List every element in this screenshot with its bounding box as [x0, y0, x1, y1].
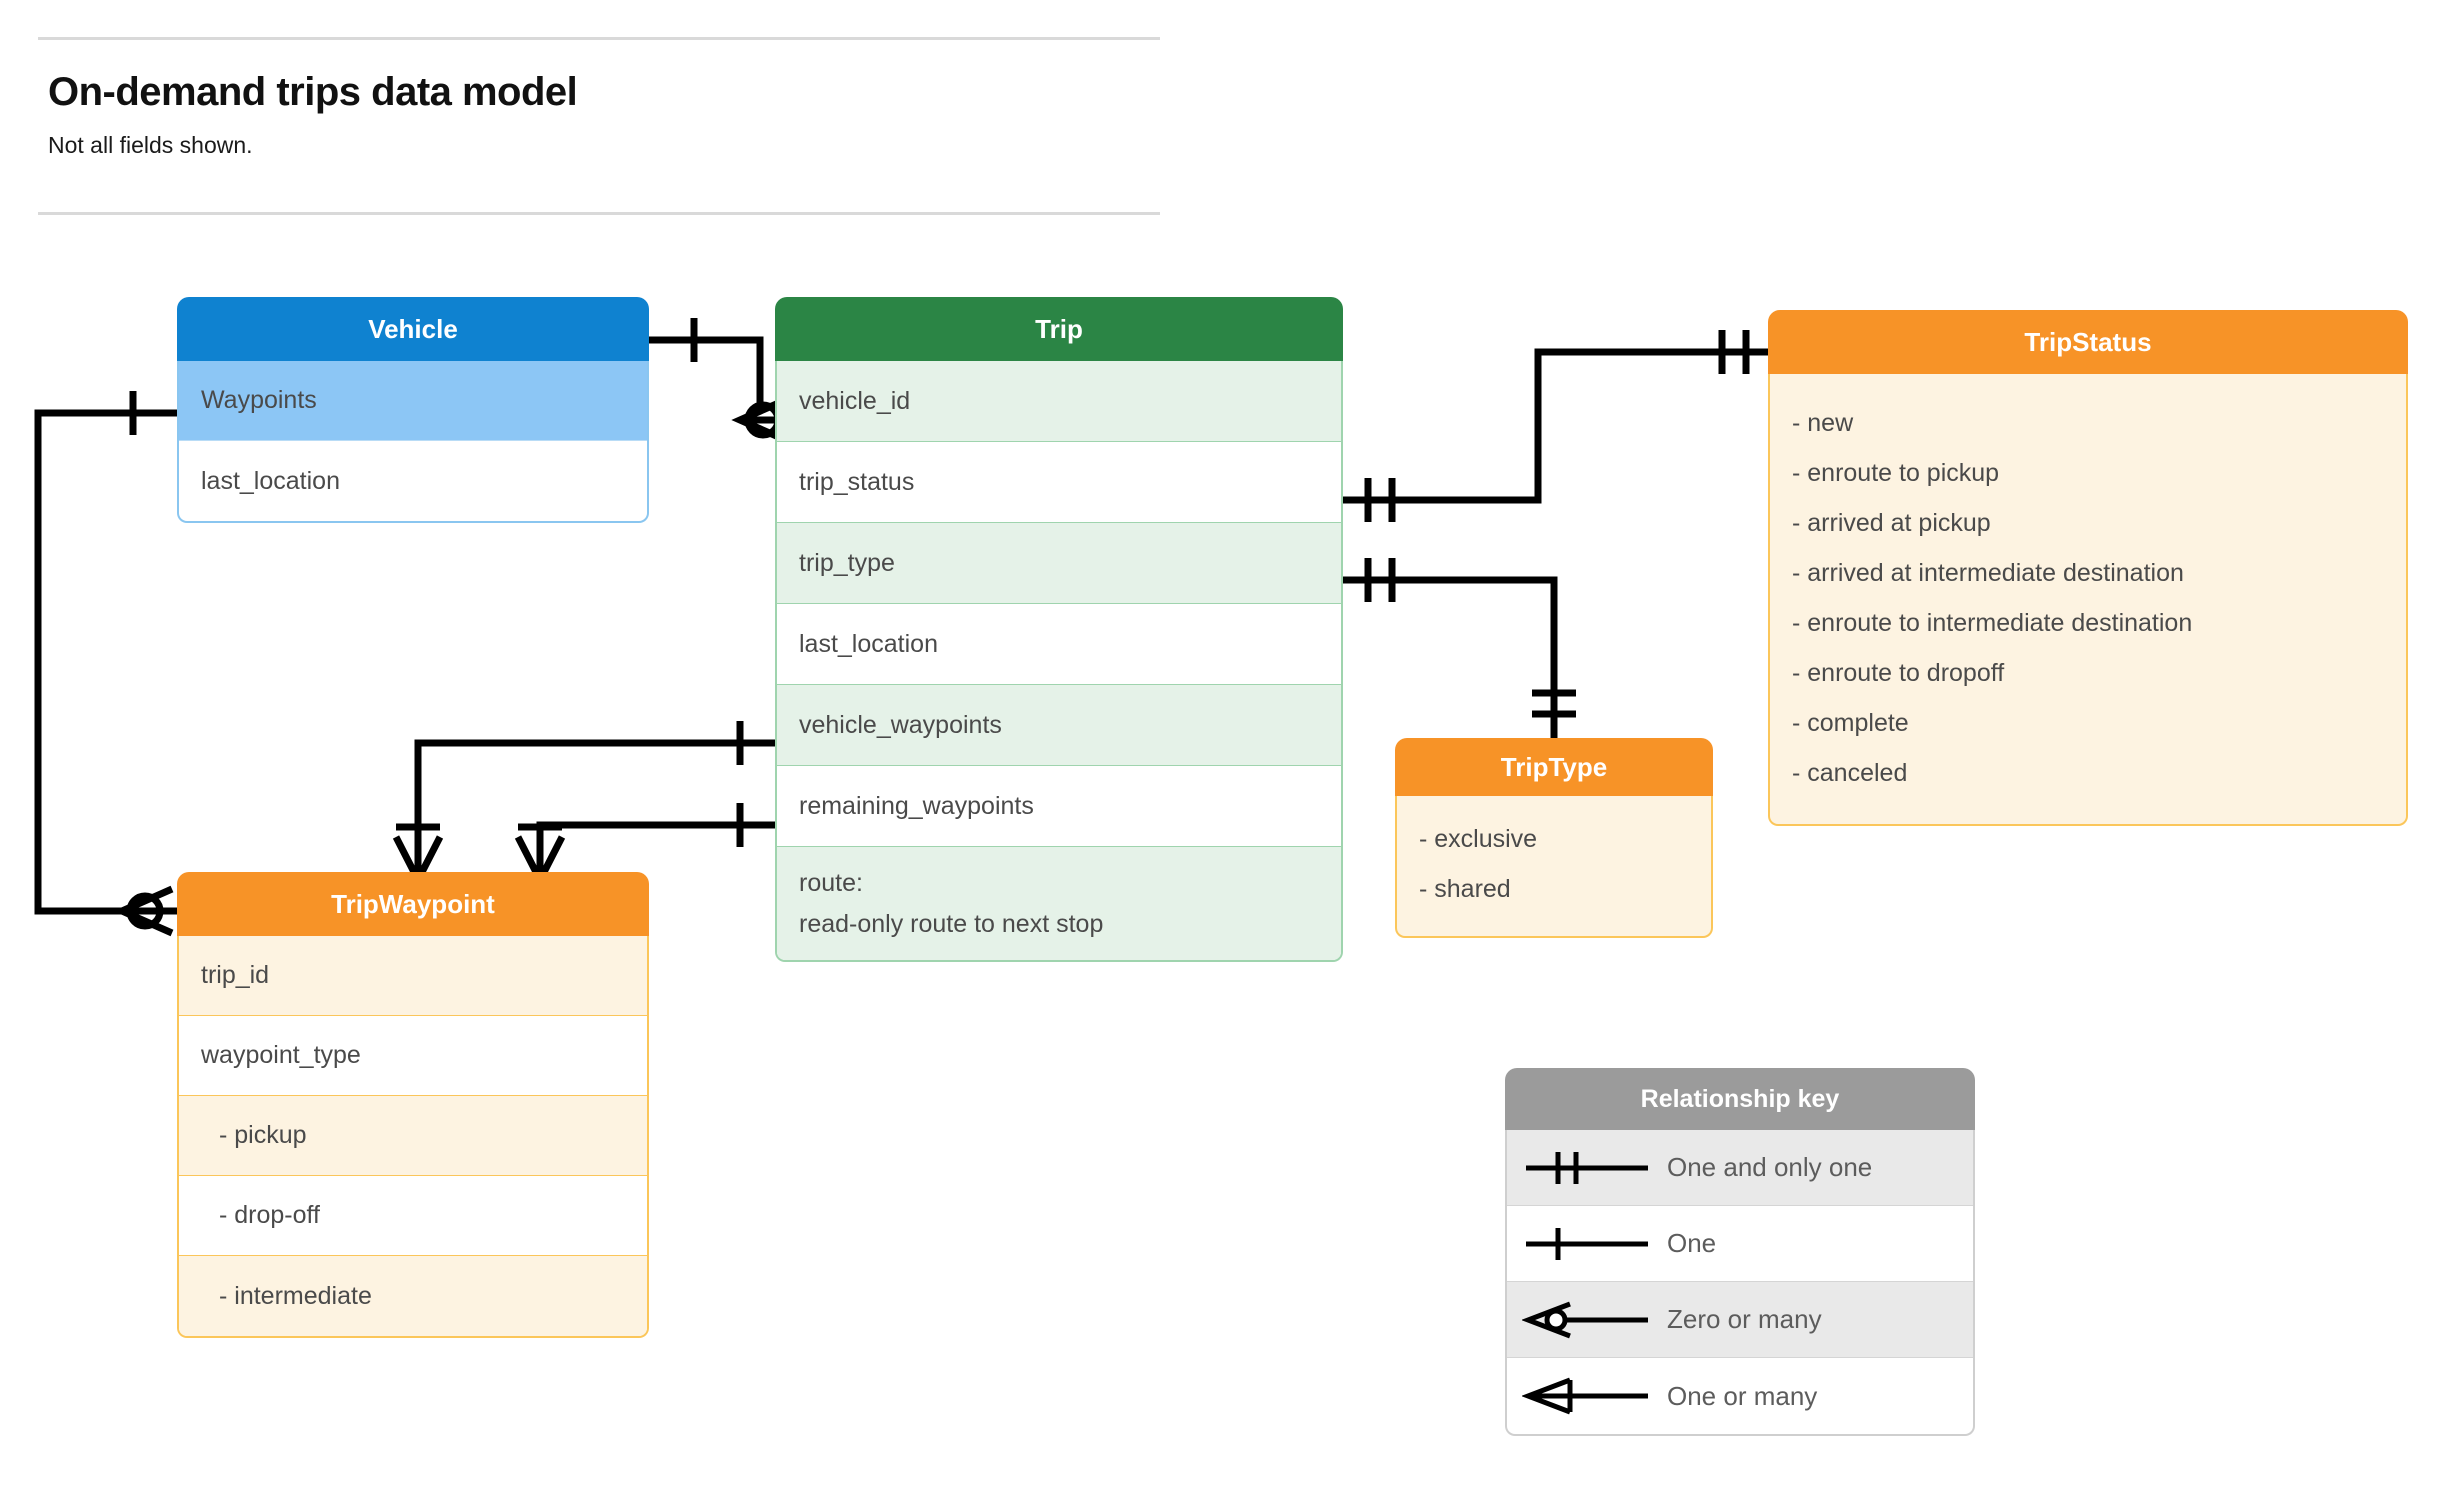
relationship-key-title: Relationship key [1505, 1068, 1975, 1130]
connector-trip-tripstatus [1343, 348, 1768, 504]
entity-trip-status[interactable]: TripStatus - new - enroute to pickup - a… [1768, 310, 2408, 826]
route-description: read-only route to next stop [799, 910, 1104, 938]
entity-trip-type-body: - exclusive - shared [1395, 796, 1713, 938]
field-row[interactable]: vehicle_id [777, 361, 1341, 442]
list-item: - enroute to intermediate destination [1792, 609, 2193, 637]
crowfoot-tripwaypoint-left [113, 885, 174, 937]
legend-label: One or many [1667, 1380, 1818, 1411]
field-row[interactable]: trip_type [777, 523, 1341, 604]
zero-or-many-icon [1507, 1298, 1667, 1342]
field-row[interactable]: trip_status [777, 442, 1341, 523]
list-item: - exclusive [1419, 825, 1538, 853]
one-and-only-one-icon [1507, 1146, 1667, 1190]
entity-vehicle[interactable]: Vehicle Waypoints last_location [177, 297, 649, 523]
entity-trip-waypoint[interactable]: TripWaypoint trip_id waypoint_type - pic… [177, 872, 649, 1338]
legend-label: One [1667, 1228, 1717, 1258]
enum-row: - intermediate [179, 1256, 647, 1336]
legend-label: One and only one [1667, 1152, 1873, 1182]
list-item: - new [1792, 409, 1854, 437]
legend-row: Zero or many [1507, 1282, 1973, 1358]
list-item: - canceled [1792, 759, 1908, 787]
list-item: - shared [1419, 875, 1511, 903]
header-divider-top [38, 37, 1160, 40]
list-item: - arrived at pickup [1792, 509, 1991, 537]
legend-row: One [1507, 1206, 1973, 1282]
entity-vehicle-title: Vehicle [177, 297, 649, 361]
enum-row: - drop-off [179, 1176, 647, 1256]
entity-trip-waypoint-body: trip_id waypoint_type - pickup - drop-of… [177, 936, 649, 1338]
field-row[interactable]: trip_id [179, 936, 647, 1016]
entity-vehicle-body: Waypoints last_location [177, 361, 649, 523]
zero-marker-trip-vehicleid [744, 401, 782, 439]
entity-trip-status-body: - new - enroute to pickup - arrived at p… [1768, 374, 2408, 826]
one-or-many-icon [1507, 1374, 1667, 1418]
field-row[interactable]: last_location [201, 466, 340, 495]
list-item: - enroute to pickup [1792, 459, 2000, 487]
field-row[interactable]: Waypoints [179, 361, 647, 441]
page-title: On-demand trips data model [48, 70, 578, 114]
field-row-route[interactable]: route: read-only route to next stop [777, 847, 1341, 960]
page-subtitle: Not all fields shown. [48, 132, 253, 158]
connector-trip-triptype [1343, 576, 1558, 738]
route-label: route: [799, 869, 863, 897]
legend-row: One or many [1507, 1358, 1973, 1434]
field-row[interactable]: vehicle_waypoints [777, 685, 1341, 766]
connector-trip-vehiclewaypoints-tripwaypoint [414, 739, 775, 872]
connector-vehicle-trip [649, 336, 795, 424]
entity-trip[interactable]: Trip vehicle_id trip_status trip_type la… [775, 297, 1343, 962]
one-icon [1507, 1222, 1667, 1266]
entity-trip-status-title: TripStatus [1768, 310, 2408, 374]
field-row[interactable]: remaining_waypoints [777, 766, 1341, 847]
relationship-key-body: One and only one One [1505, 1130, 1975, 1436]
entity-trip-type-title: TripType [1395, 738, 1713, 796]
field-row[interactable]: last_location [777, 604, 1341, 685]
entity-trip-waypoint-title: TripWaypoint [177, 872, 649, 936]
zero-marker-tripwaypoint-left [126, 892, 164, 930]
list-item: - arrived at intermediate destination [1792, 559, 2184, 587]
legend-row: One and only one [1507, 1130, 1973, 1206]
connector-trip-remainingwaypoints-tripwaypoint [536, 821, 775, 872]
entity-trip-type[interactable]: TripType - exclusive - shared [1395, 738, 1713, 938]
connector-vehicle-waypoints-tripwaypoint [34, 409, 177, 915]
entity-trip-body: vehicle_id trip_status trip_type last_lo… [775, 361, 1343, 962]
enum-row: - pickup [179, 1096, 647, 1176]
list-item: - complete [1792, 709, 1909, 737]
list-item: - enroute to dropoff [1792, 659, 2005, 687]
header-divider-bottom [38, 212, 1160, 215]
relationship-key[interactable]: Relationship key One and only one [1505, 1068, 1975, 1436]
entity-trip-title: Trip [775, 297, 1343, 361]
field-row[interactable]: waypoint_type [179, 1016, 647, 1096]
legend-label: Zero or many [1667, 1304, 1822, 1334]
